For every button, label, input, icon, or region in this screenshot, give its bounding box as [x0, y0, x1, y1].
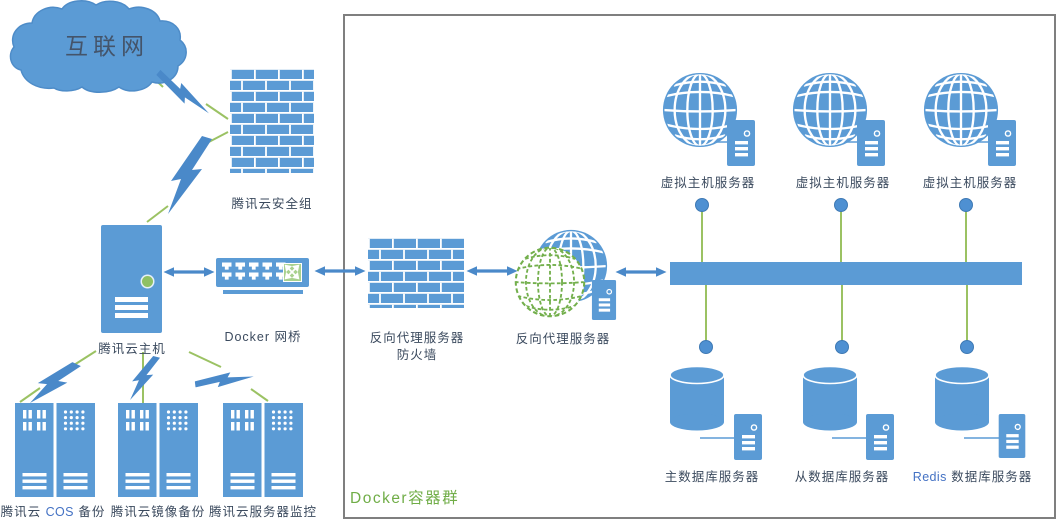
database-server-icon [998, 414, 1026, 458]
crossover-icon [283, 263, 302, 282]
label-part: 数据库服务器 [946, 470, 1033, 484]
rack-server-icon [15, 403, 95, 497]
vent-slot [115, 305, 148, 310]
rack-server-icon [118, 403, 198, 497]
virtual-host-label: 虚拟主机服务器 [795, 176, 891, 190]
green-connectors [19, 70, 968, 404]
internet-cloud-icon [9, 0, 187, 93]
label-part: Docker [224, 330, 275, 344]
power-led [142, 276, 153, 287]
label-part: 腾讯云 [0, 505, 46, 519]
database-cylinder-icon [802, 365, 858, 431]
double-arrow-icon [615, 265, 667, 279]
security-group-firewall-icon [230, 68, 314, 173]
virtual-host-server-icon [727, 120, 755, 166]
reverse-proxy-dashed-globe-icon [513, 245, 587, 319]
label-part: COS [45, 505, 74, 519]
database-cylinder-icon [669, 365, 725, 431]
virtual-host-server-icon [857, 120, 885, 166]
db-slave-label: 从数据库服务器 [794, 470, 890, 484]
double-arrow-icon [466, 264, 518, 278]
label-part: Redis [912, 470, 947, 484]
lightning-bolt-icon [126, 356, 160, 400]
backup-image-label: 腾讯云镜像备份 [110, 505, 206, 519]
lan-bus-bar [670, 262, 1022, 285]
rack-server-icon [223, 403, 303, 497]
label-part: 网桥 [274, 330, 302, 344]
database-cylinder-icon [934, 365, 990, 431]
proxy-firewall-label-line1: 反向代理服务器 [369, 331, 465, 345]
label-part: 备份 [73, 505, 106, 519]
docker-bridge-label: Docker 网桥 [203, 326, 323, 345]
internet-label: 互联网 [65, 34, 149, 59]
backup-monitor-label: 腾讯云服务器监控 [208, 505, 317, 519]
double-arrow-icon [163, 265, 215, 279]
backup-cos-label: 腾讯云 COS 备份 [0, 501, 106, 520]
double-arrow-icon [314, 264, 366, 278]
switch-base [223, 290, 303, 294]
virtual-host-label: 虚拟主机服务器 [922, 176, 1018, 190]
docker-container-group-label: Docker容器群 [350, 490, 460, 507]
host-server-tower-icon [101, 225, 162, 333]
virtual-host-server-icon [988, 120, 1016, 166]
db-redis-label: Redis 数据库服务器 [895, 466, 1050, 485]
proxy-firewall-label-line2: 防火墙 [396, 348, 438, 362]
virtual-host-label: 虚拟主机服务器 [660, 176, 756, 190]
vent-slot [115, 313, 148, 318]
proxy-firewall-icon [368, 237, 464, 308]
reverse-proxy-server-icon [590, 280, 618, 320]
security-group-label: 腾讯云安全组 [231, 197, 313, 211]
db-master-label: 主数据库服务器 [664, 470, 760, 484]
connector-dots [695, 198, 974, 354]
database-server-icon [866, 414, 894, 460]
reverse-proxy-label: 反向代理服务器 [515, 332, 611, 346]
lightning-bolt-icon [162, 136, 212, 214]
database-server-icon [734, 414, 762, 460]
vent-slot [115, 297, 148, 302]
docker-bridge-switch-icon [216, 258, 309, 287]
host-label: 腾讯云主机 [98, 342, 166, 356]
docker-container-group-box [343, 14, 1056, 519]
